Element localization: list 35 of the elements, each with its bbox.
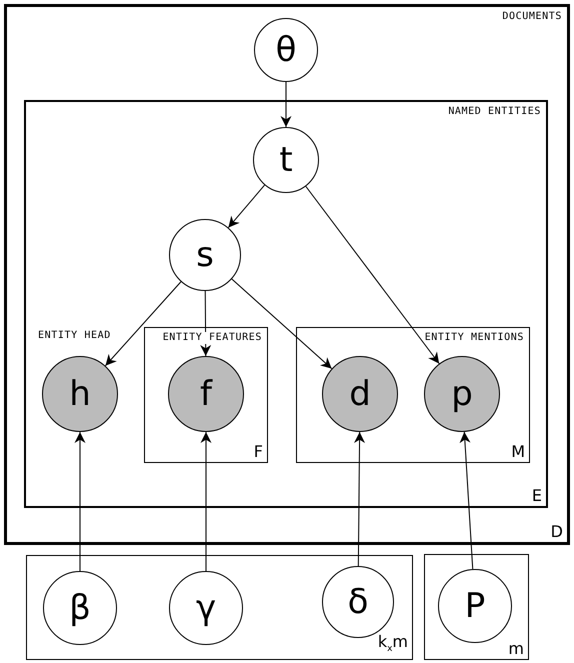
variable-symbol: γ [196,591,216,625]
variable-symbol: P [464,589,486,623]
plate [144,327,268,463]
arrow [231,278,332,370]
variable-symbol: s [196,238,214,272]
variable-symbol: f [200,377,212,411]
plate-title: ENTITY FEATURES [162,332,262,344]
variable-symbol: t [279,143,293,177]
arrow [305,186,440,364]
variable-symbol: β [69,591,91,625]
plate-index: E [532,487,542,505]
variable-symbol: δ [348,585,368,619]
plate-index: M [511,443,525,461]
arrow [104,281,182,366]
arrow [354,432,366,566]
plate-index: m [508,640,524,658]
arrow [280,82,292,128]
plate-title: ENTITY HEAD [38,330,111,341]
plate [26,555,413,660]
plate-index: D [550,523,563,541]
arrow [74,432,86,572]
variable-symbol: h [69,377,91,411]
plate [4,4,570,545]
plate-index: k$_{x}$m [378,632,408,656]
variable-symbol: θ [276,33,296,67]
arrow [460,431,474,570]
arrow [200,432,212,572]
plate [24,100,548,508]
arrow [228,184,266,228]
plate [296,327,530,463]
variable-symbol: p [451,377,473,411]
variable-symbol: d [349,377,371,411]
plate-index: F [254,443,263,461]
variable-circle [169,219,241,291]
plate [424,554,529,660]
